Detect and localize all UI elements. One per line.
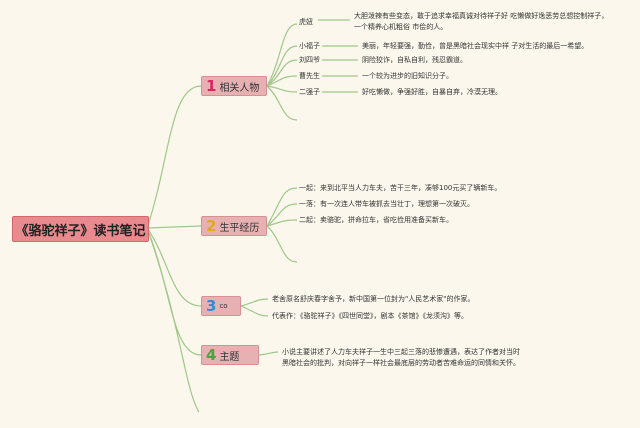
topic-label: 生平经历 [219,222,260,234]
topic-theme[interactable]: 4 主题 [201,345,259,365]
link-root-topic1 [146,85,202,229]
person-name-erqiangzi[interactable]: 二强子 [299,88,320,96]
topic-number: 1 [206,76,217,95]
life-event-1: 一起：来到北平当人力车夫，苦干三年，凑够100元买了辆新车。 [299,184,502,192]
person-desc-xiaofuzi: 美丽，年轻要强，勤俭，曾是黑暗社会现实中祥 子对生活的最后一希望。 [362,42,589,50]
topic-related-people[interactable]: 1 相关人物 [201,76,267,96]
life-event-2: 一落：有一次连人带车被抓去当壮丁，理想第一次破灭。 [299,200,474,208]
root-title: 《骆驼祥子》读书笔记 [15,223,146,239]
person-desc-liusiye: 阴险狡诈，自私自利，残忍霸道。 [362,56,467,64]
link-root-extra [146,227,200,413]
link-root-topic2 [146,225,202,229]
link-root-topic3 [146,227,202,307]
root-topic[interactable]: 《骆驼祥子》读书笔记 [12,216,149,242]
person-name-liusiye[interactable]: 刘四爷 [299,56,320,64]
person-desc-erqiangzi: 好吃懒做，争强好胜，自暴自弃，冷漠无理。 [362,88,502,96]
topic-label: 相关人物 [219,82,260,94]
topic-label: 主题 [219,351,240,363]
person-name-caoxiansheng[interactable]: 曹先生 [299,72,320,80]
person-desc-caoxiansheng: 一个较为进步的旧知识分子。 [362,72,453,80]
author-works: 代表作：《骆驼祥子》《四世同堂》，剧本《茶馆》《龙须沟》等。 [272,312,468,320]
person-name-huniu[interactable]: 虎妞 [299,18,313,26]
link-root-topic4 [146,227,202,356]
topic-author[interactable]: 3 co [201,296,241,316]
author-info: 老舍原名舒庆春字舍予，新中国第一位封为"人民艺术家"的作家。 [272,295,475,303]
topic-number: 3 [206,296,217,315]
topic-label: co [219,302,228,310]
topic-number: 4 [206,345,217,364]
person-name-xiaofuzi[interactable]: 小福子 [299,42,320,50]
person-desc-huniu: 大胆泼辣有些变态，敢于追求幸福真诚对待祥子好 吃懒做好逸恶劳总想控制祥子，一个精… [354,12,609,31]
topic-life-experience[interactable]: 2 生平经历 [201,216,267,236]
theme-text: 小说主要讲述了人力车夫祥子一生中三起三落的悲惨遭遇，表达了作者对当时黑暗社会的批… [282,348,520,367]
life-event-3: 二起：卖骆驼，拼命拉车，省吃俭用准备买新车。 [299,216,453,224]
topic-number: 2 [206,216,217,235]
